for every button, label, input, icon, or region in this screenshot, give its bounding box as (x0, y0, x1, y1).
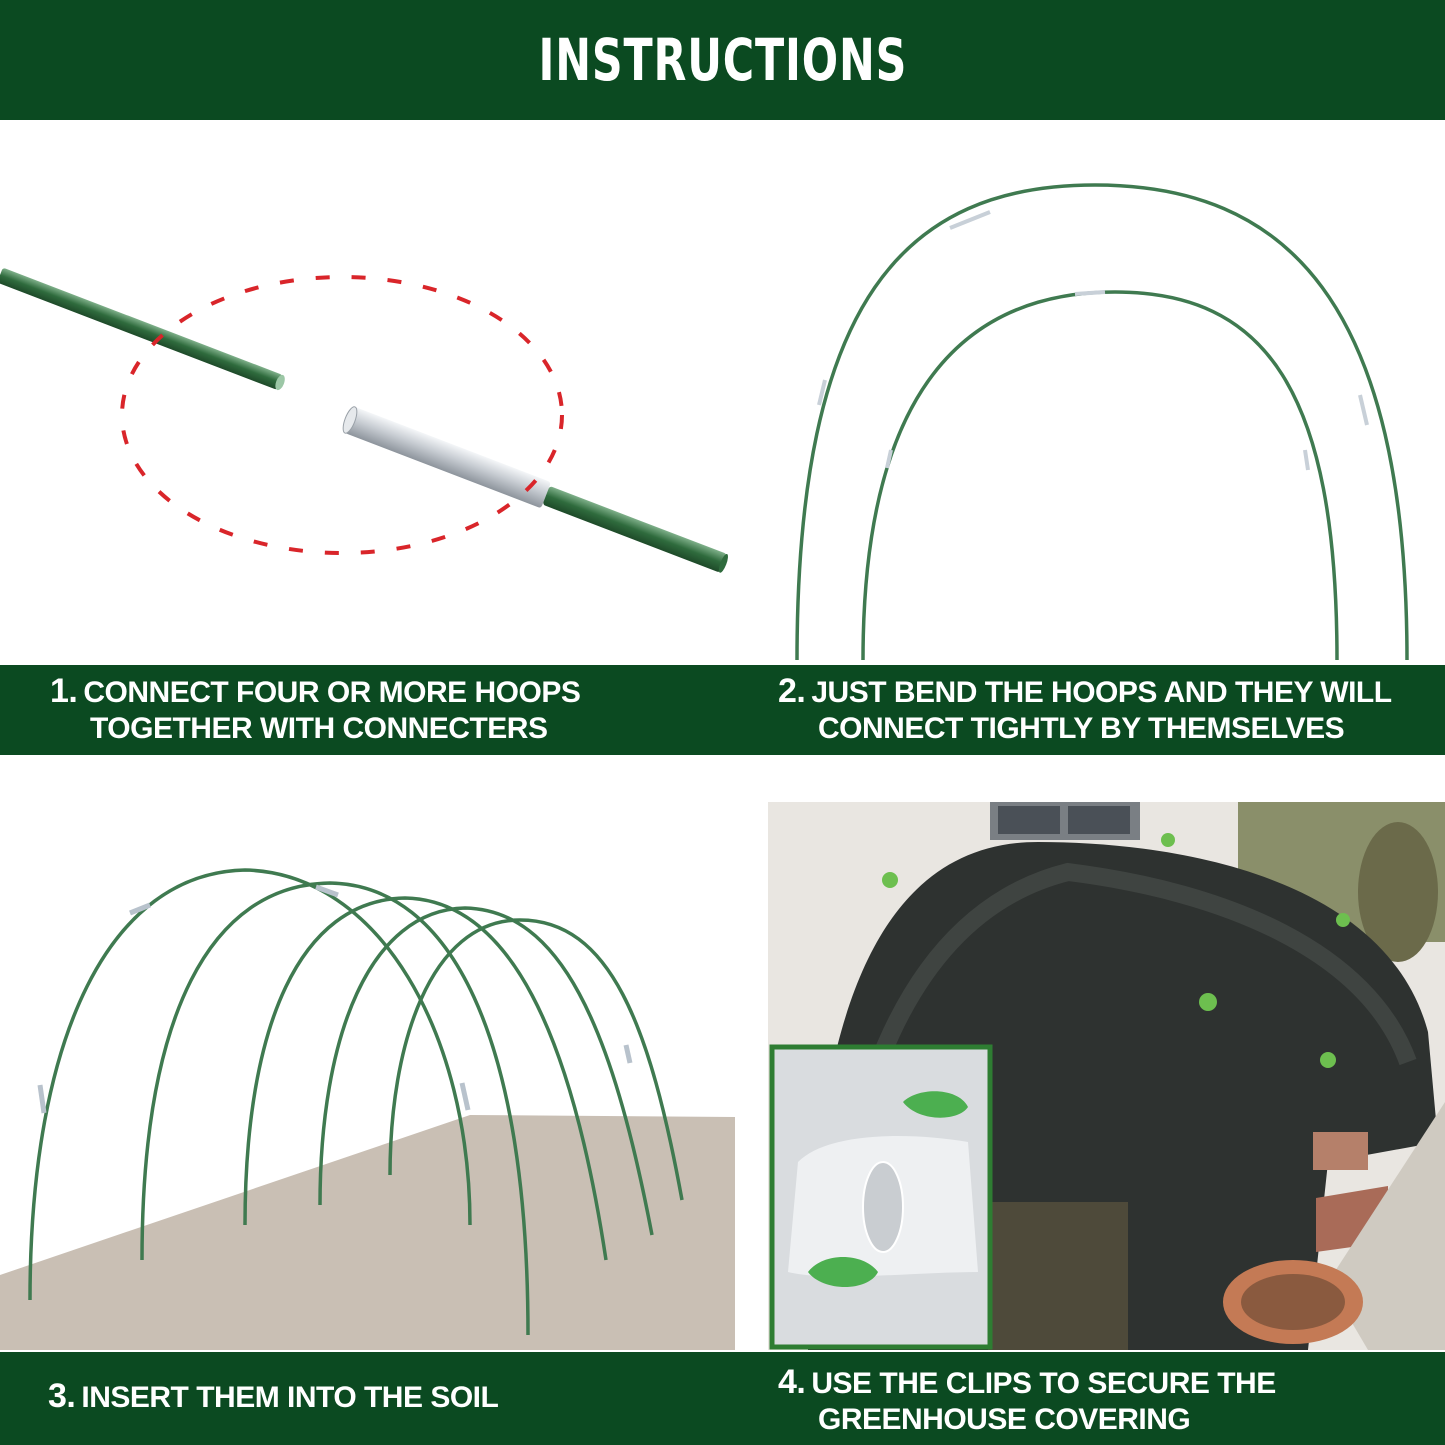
step-3-caption: 3.INSERT THEM INTO THE SOIL (48, 1377, 499, 1416)
hoop-rod-left (0, 268, 285, 391)
step-3-number: 3. (48, 1377, 76, 1415)
greenhouse-cover-photo (768, 802, 1445, 1350)
bent-hoops-diagram (795, 183, 1409, 661)
step-1-number: 1. (50, 672, 78, 710)
step-2-illustration (745, 120, 1445, 665)
step-4-number: 4. (778, 1363, 806, 1401)
step-2-caption: 2.JUST BEND THE HOOPS AND THEY WILL CONN… (778, 673, 1392, 747)
step-1-text-line2: TOGETHER WITH CONNECTERS (90, 712, 548, 745)
caption-bar-bottom: 3.INSERT THEM INTO THE SOIL 4.USE THE CL… (0, 1352, 1445, 1445)
outer-hoop (795, 183, 1409, 661)
hoop-1 (28, 868, 472, 1301)
connector-diagram (0, 268, 728, 573)
inner-hoop (861, 290, 1339, 661)
instructions-header: INSTRUCTIONS (0, 0, 1445, 120)
soil-bed (0, 1115, 735, 1350)
caption-bar-top: 1.CONNECT FOUR OR MORE HOOPS TOGETHER WI… (0, 665, 1445, 755)
metal-connector (342, 406, 728, 573)
step-2-text-line2: CONNECT TIGHTLY BY THEMSELVES (818, 712, 1345, 745)
hoop-3 (243, 896, 608, 1261)
highlight-circle (120, 275, 564, 555)
page-title: INSTRUCTIONS (538, 26, 907, 94)
hoop-4 (318, 906, 654, 1236)
step-1-caption: 1.CONNECT FOUR OR MORE HOOPS TOGETHER WI… (50, 672, 581, 747)
step-3-illustration (0, 755, 740, 1350)
step-4-photo (768, 802, 1445, 1350)
hoops-in-soil-diagram (0, 868, 735, 1350)
step-4-caption: 4.USE THE CLIPS TO SECURE THE GREENHOUSE… (778, 1364, 1276, 1438)
hoop-5 (388, 918, 684, 1201)
step-3-text-line1: INSERT THEM INTO THE SOIL (81, 1381, 499, 1414)
step-2-number: 2. (778, 672, 806, 710)
step-1-illustration (0, 120, 740, 665)
step-4-text-line2: GREENHOUSE COVERING (818, 1403, 1191, 1436)
step-1-text-line1: CONNECT FOUR OR MORE HOOPS (83, 676, 581, 709)
hoop-2 (140, 881, 530, 1336)
step-2-text-line1: JUST BEND THE HOOPS AND THEY WILL (811, 676, 1392, 709)
step-4-text-line1: USE THE CLIPS TO SECURE THE (811, 1367, 1276, 1400)
